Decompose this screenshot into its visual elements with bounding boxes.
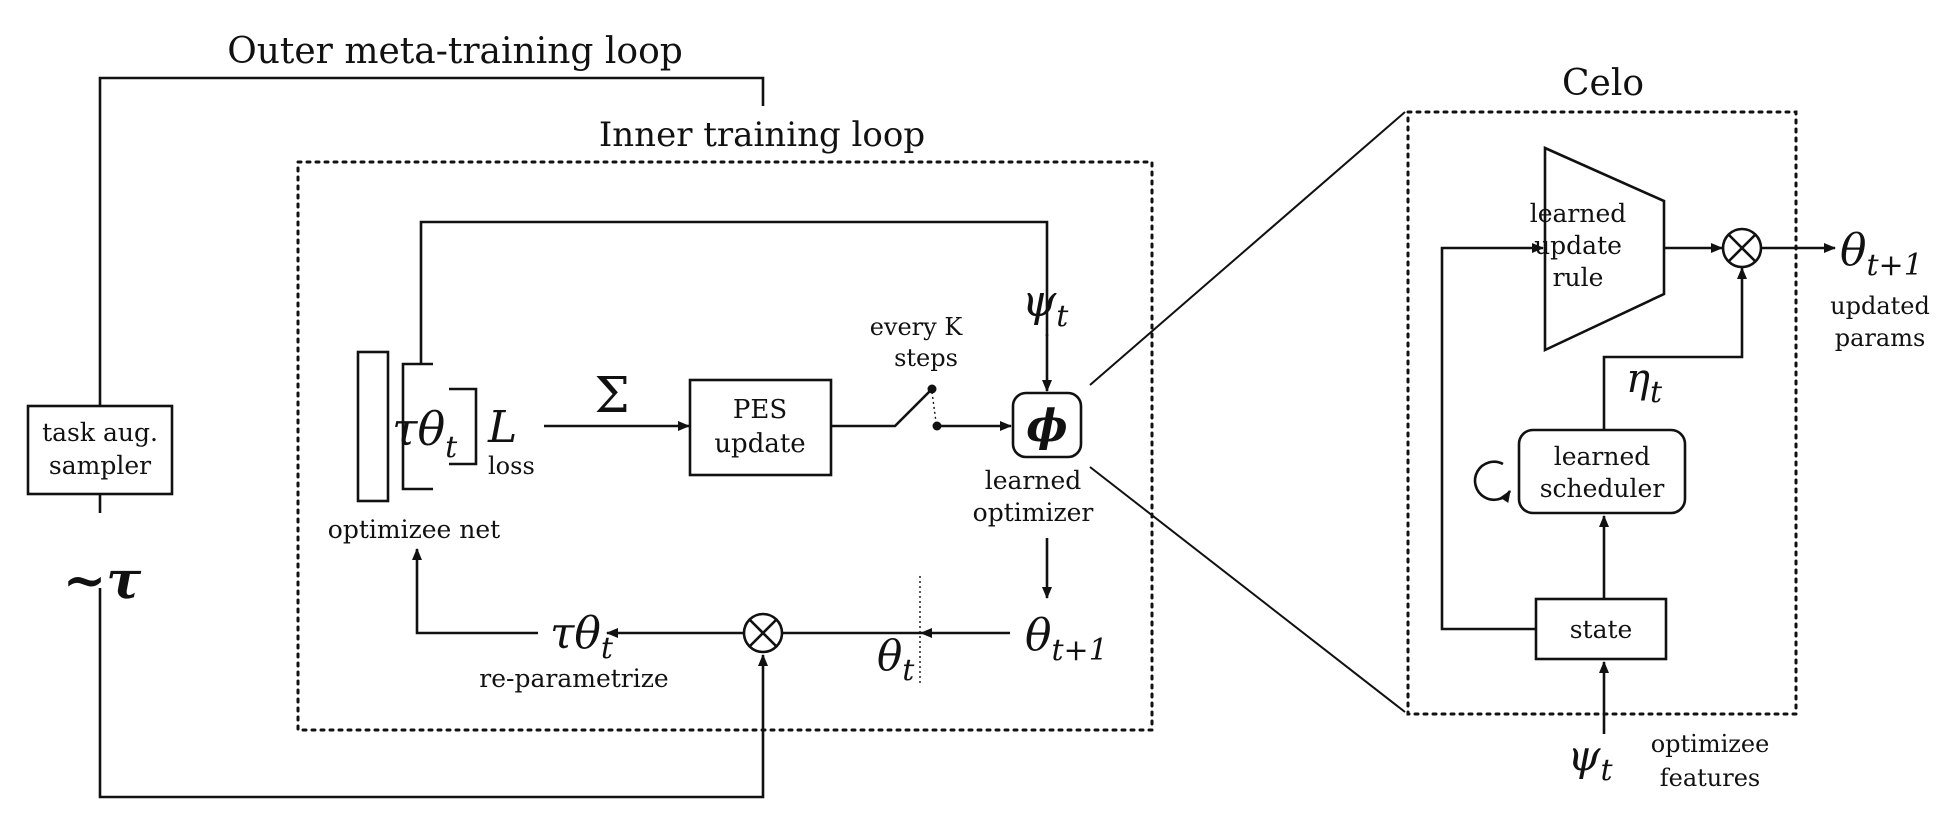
psi-t-inner: ψt <box>1022 276 1070 334</box>
eta-t: ηt <box>1626 356 1663 410</box>
psi-t-celo: ψt <box>1568 731 1614 788</box>
pes-update-box <box>688 378 833 477</box>
optimizee-features-label-2: features <box>1660 764 1761 792</box>
multiply-icon <box>748 618 778 648</box>
optimizee-layer-1 <box>356 350 390 503</box>
learned-update-rule-trapezoid <box>1543 145 1666 353</box>
scheduler-label-1: learned <box>1554 442 1651 471</box>
recurrence-loop-icon <box>1473 460 1512 503</box>
learned-optimizer-box <box>1011 391 1083 459</box>
update-rule-label-1: learned <box>1530 199 1627 228</box>
state-label: state <box>1570 615 1633 644</box>
state-to-update-rule-arrow <box>1440 243 1544 631</box>
sigma-symbol: Σ <box>594 366 629 424</box>
learned-optimizer-label-1: learned <box>985 466 1082 495</box>
optimizee-layer-3 <box>449 387 478 466</box>
optimizee-net-label: optimizee net <box>328 515 500 544</box>
every-k-label-1: every K <box>870 313 964 341</box>
loss-symbol: L <box>487 402 517 453</box>
pes-label-1: PES <box>733 395 787 425</box>
tau-theta-t-net: τθt <box>392 402 458 465</box>
switch-contact-top <box>927 384 937 394</box>
switch-gap <box>931 391 937 423</box>
inner-loop-title: Inner training loop <box>599 115 925 155</box>
pes-label-2: update <box>714 429 805 459</box>
learned-optimizer-label-2: optimizer <box>973 498 1094 527</box>
optimizee-features-label-1: optimizee <box>1651 730 1770 758</box>
outer-loop-top-line <box>98 76 765 406</box>
theta-t-inner: θt <box>877 631 915 688</box>
update-rule-label-3: rule <box>1553 263 1604 292</box>
task-sampler-label-2: sampler <box>49 451 151 480</box>
zoom-line-top <box>1089 111 1406 386</box>
zoom-line-bottom <box>1089 466 1406 713</box>
net-to-optimizer-line <box>419 220 1049 364</box>
outer-loop-title: Outer meta-training loop <box>227 31 683 72</box>
switch-lever <box>831 389 932 428</box>
updated-params-label-2: params <box>1835 324 1926 352</box>
updated-params-label-1: updated <box>1830 292 1930 320</box>
inner-loop-border <box>296 160 1154 732</box>
update-rule-label-2: update <box>1534 231 1622 260</box>
reparametrize-label: re-parametrize <box>479 664 668 693</box>
phi-symbol: ϕ <box>1026 401 1067 452</box>
tau-theta-t-reparam: τθt <box>550 608 614 666</box>
reparam-to-net-arrow <box>412 548 538 635</box>
task-sampler-label-1: task aug. <box>42 418 158 447</box>
celo-multiply-icon <box>1727 233 1757 263</box>
task-sampler-box <box>26 404 174 496</box>
optimizee-layer-2 <box>401 362 433 491</box>
outer-loop-bottom-line <box>98 588 768 799</box>
sampled-tau-label: ~τ <box>63 550 143 611</box>
theta-t1-output: θt+1 <box>1840 225 1923 283</box>
theta-t1-inner: θt+1 <box>1025 610 1108 668</box>
loss-label: loss <box>488 452 535 480</box>
learned-scheduler-box <box>1517 428 1687 515</box>
celo-title: Celo <box>1562 63 1644 104</box>
every-k-label-2: steps <box>894 344 958 372</box>
scheduler-label-2: scheduler <box>1540 474 1665 503</box>
scheduler-to-multiply-arrow <box>1602 267 1747 430</box>
